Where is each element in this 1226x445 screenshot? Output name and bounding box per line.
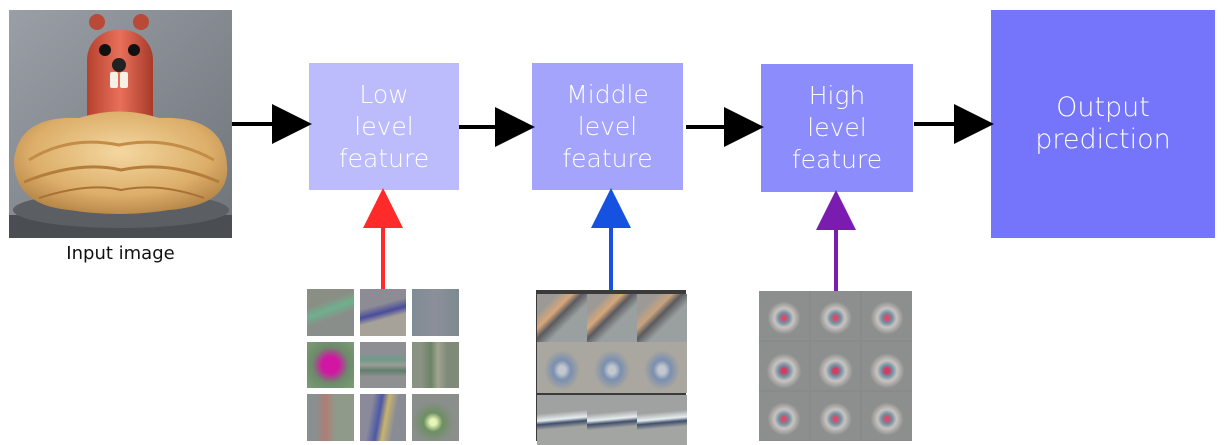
- middle-level-feature-box: Middle level feature: [532, 63, 683, 190]
- feature-thumbnail: [862, 291, 912, 340]
- filter-thumbnail: [359, 394, 407, 441]
- feature-thumbnail: [637, 394, 687, 445]
- filter-thumbnail: [412, 289, 459, 336]
- middle-level-features-grid: [536, 290, 687, 445]
- low-level-feature-box: Low level feature: [309, 63, 459, 190]
- input-image-caption: Input image: [66, 243, 175, 264]
- output-prediction-label: Output prediction: [1035, 92, 1171, 155]
- feature-thumbnail: [637, 342, 687, 393]
- feature-thumbnail: [637, 294, 687, 345]
- feature-thumbnail: [862, 341, 912, 391]
- high-level-feature-box: High level feature: [761, 64, 913, 192]
- feature-thumbnail: [759, 291, 809, 340]
- filter-thumbnail: [307, 289, 354, 336]
- output-prediction-box: Output prediction: [991, 10, 1215, 238]
- feature-thumbnail: [537, 294, 587, 345]
- high-level-feature-label: High level feature: [791, 81, 883, 174]
- input-image: [9, 10, 232, 238]
- middle-level-feature-label: Middle level feature: [562, 79, 653, 173]
- feature-thumbnail: [862, 392, 912, 441]
- low-level-filters-grid: [307, 289, 459, 441]
- filter-thumbnail: [412, 394, 459, 441]
- low-level-feature-label: Low level feature: [338, 79, 430, 173]
- filter-thumbnail: [307, 394, 354, 441]
- high-level-features-grid: [759, 291, 912, 441]
- filter-thumbnail: [359, 341, 407, 389]
- filter-thumbnail: [307, 341, 354, 389]
- feature-thumbnail: [810, 341, 861, 391]
- feature-thumbnail: [759, 341, 809, 391]
- feature-thumbnail: [759, 392, 809, 441]
- feature-thumbnail: [537, 342, 587, 393]
- filter-thumbnail: [412, 341, 459, 389]
- feature-thumbnail: [587, 294, 637, 345]
- filter-thumbnail: [359, 289, 407, 336]
- feature-thumbnail: [810, 291, 861, 340]
- feature-thumbnail: [587, 394, 637, 445]
- feature-thumbnail: [587, 342, 637, 393]
- feature-thumbnail: [810, 392, 861, 441]
- feature-thumbnail: [537, 394, 587, 445]
